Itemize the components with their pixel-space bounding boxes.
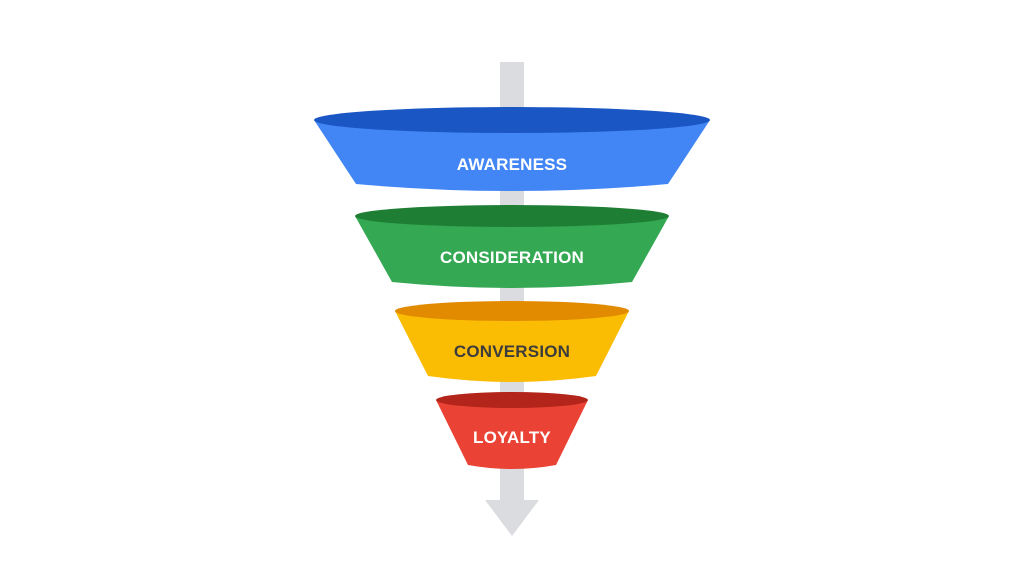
- funnel-stage-awareness-label: AWARENESS: [457, 155, 567, 174]
- funnel-stage-consideration-rim: [355, 205, 669, 227]
- funnel-stage-awareness-rim: [314, 107, 710, 133]
- funnel-stage-awareness: AWARENESS: [314, 107, 710, 191]
- flow-arrow-head: [485, 500, 539, 536]
- funnel-stage-loyalty-label: LOYALTY: [473, 428, 551, 447]
- funnel-stage-loyalty: LOYALTY: [436, 392, 588, 469]
- funnel-stage-consideration-body: [355, 216, 669, 288]
- funnel-stage-conversion-label: CONVERSION: [454, 342, 570, 361]
- funnel-stage-consideration-label: CONSIDERATION: [440, 248, 584, 267]
- funnel-stage-loyalty-body: [436, 400, 588, 469]
- funnel-stage-loyalty-rim: [436, 392, 588, 408]
- funnel-stage-conversion: CONVERSION: [395, 301, 629, 382]
- funnel-stage-awareness-body: [314, 120, 710, 191]
- funnel-stage-conversion-body: [395, 311, 629, 382]
- funnel-stage-conversion-rim: [395, 301, 629, 321]
- funnel-stage-consideration: CONSIDERATION: [355, 205, 669, 288]
